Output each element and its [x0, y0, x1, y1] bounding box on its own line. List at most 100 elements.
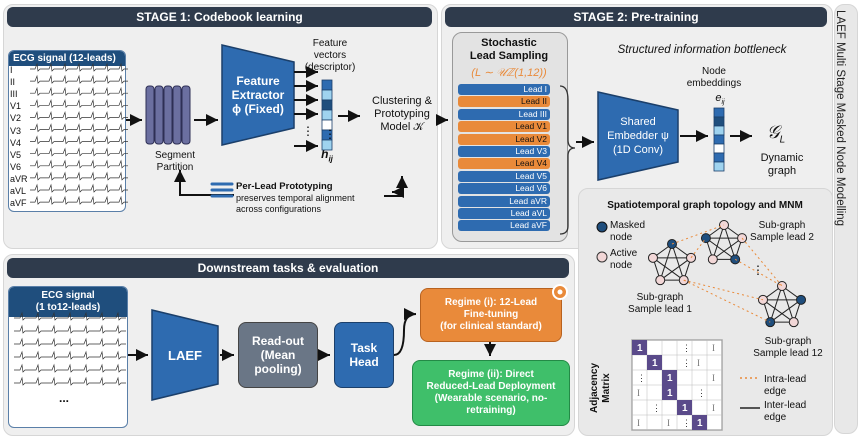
h-symbol: h: [321, 147, 329, 161]
subgraph-1-edge: [659, 243, 673, 281]
intra-lead-edge: [683, 279, 771, 323]
subgraph-1-node: [655, 275, 666, 286]
embedding-cell: [713, 116, 725, 127]
ecg-trace: [14, 363, 126, 373]
subgraph-1-node: [647, 252, 658, 263]
embedding-cell: [713, 161, 725, 172]
h-ij-label: hij: [312, 148, 342, 165]
ecg-trace: [30, 135, 128, 145]
embedder-shape: [597, 91, 679, 181]
lead-chip: Lead V3: [458, 146, 550, 157]
matrix-dots: ⋮: [697, 388, 706, 398]
subgraph-2-edge: [723, 224, 736, 260]
active-node-icon: [596, 251, 608, 263]
ecg-trace: [30, 147, 128, 157]
intra-lead-edge: [683, 279, 764, 301]
sampling-formula: (L ∼ 𝒰ℤ(1,12)): [471, 67, 547, 79]
subgraph-12-node: [777, 281, 787, 291]
lead-chip: Lead aVR: [458, 195, 550, 207]
ecg-title: ECG signal (12-leads): [9, 51, 125, 66]
segment-bar: [163, 85, 173, 145]
graph-panel-title: Spatiotemporal graph topology and MNM: [607, 200, 803, 211]
laef-label: LAEF: [168, 347, 202, 363]
subgraph-12-edge: [769, 285, 783, 323]
inter-edge-label: Inter-lead edge: [764, 400, 807, 423]
ecg-trace: [30, 74, 128, 84]
task-head-box: Task Head: [334, 322, 394, 388]
subgraph-1-edge: [671, 243, 685, 281]
segment-bar: [181, 85, 191, 145]
diag-cell: [632, 340, 647, 355]
subgraph-2-edge: [712, 224, 725, 260]
regime2-box: Regime (ii): Direct Reduced-Lead Deploym…: [412, 360, 570, 426]
active-node-label: Active node: [610, 248, 638, 271]
subgraph-2-node: [707, 254, 718, 265]
matrix-dots: ⋮: [682, 358, 691, 368]
ecg-lead-label: V2: [10, 113, 22, 124]
laef-shape: [151, 309, 219, 401]
lead-chip: Lead I: [458, 84, 550, 95]
ecg-trace: [30, 98, 128, 109]
embedding-cell: [713, 107, 725, 118]
intra-lead-edge: [690, 237, 707, 259]
ecg-trace: [30, 195, 128, 205]
ecg-downstream-title: ECG signal (1 to12-leads): [9, 287, 127, 317]
subgraph-1-edge: [659, 257, 692, 281]
intra-edge-label: Intra-lead edge: [764, 374, 807, 397]
segment-partition-label: Segment Partition: [154, 150, 196, 173]
subgraph-12-edge: [769, 299, 802, 323]
ecg-trace: [30, 159, 128, 169]
ecg-ellipsis: ...: [59, 391, 70, 405]
matrix-identity: I: [667, 418, 670, 428]
diag-one: 1: [697, 418, 703, 429]
bottleneck-label: Structured information bottleneck: [617, 44, 787, 56]
embedding-cell: [713, 125, 725, 136]
subgraph-2-label: Sub-graph Sample lead 2: [750, 220, 814, 243]
lead-chip: Lead III: [458, 108, 550, 120]
ecg-lead-label: II: [10, 77, 16, 88]
feature-cell: [321, 139, 333, 151]
subgraph-2-edge: [705, 237, 736, 260]
graph-symbol: 𝒢L: [756, 123, 796, 147]
feature-extractor-label: Feature Extractor ϕ (Fixed): [231, 74, 285, 116]
matrix-dots: ⋮: [682, 343, 691, 353]
lead-chip: Lead aVL: [458, 208, 550, 219]
matrix-identity: I: [712, 403, 715, 413]
ecg-trace: [30, 171, 128, 181]
embedder-label: Shared Embedder ψ (1D Conv): [607, 116, 669, 156]
e-subscript: ij: [721, 99, 725, 107]
feature-cell: [321, 109, 333, 121]
subgraph-1-edge: [652, 257, 685, 281]
ecg-trace: [30, 183, 128, 193]
matrix-identity: I: [637, 418, 640, 428]
ecg-lead-label: V1: [10, 101, 22, 112]
diag-one: 1: [682, 403, 688, 414]
subgraph-12-node: [796, 294, 807, 305]
dots: ⋮: [752, 263, 764, 277]
ecg-trace: [14, 337, 126, 347]
ecg-lead-label: V6: [10, 161, 22, 172]
stage2-header: STAGE 2: Pre-training: [445, 7, 827, 27]
graph-symbol-sub: L: [779, 134, 786, 146]
ecg-trace: [30, 123, 128, 133]
embedding-cell: [713, 143, 725, 154]
lead-chip: Lead V5: [458, 170, 550, 182]
matrix-identity: I: [712, 343, 715, 353]
ecg-lead-label: I: [10, 65, 13, 75]
intra-lead-edge: [671, 224, 725, 245]
diag-one: 1: [652, 358, 658, 369]
extractor-shape: [221, 44, 295, 146]
ecg-trace: [14, 324, 126, 334]
prototyping-desc: preserves temporal alignment across conf…: [236, 193, 355, 214]
stage1-header: STAGE 1: Codebook learning: [7, 7, 432, 27]
gear-icon-center: [557, 289, 563, 295]
lead-chip: Lead V2: [458, 133, 550, 145]
segment-bar: [154, 85, 164, 145]
ecg-lead-label: III: [10, 89, 18, 100]
diag-one: 1: [667, 388, 673, 399]
lead-chip: Lead V1: [458, 121, 550, 133]
matrix-dots: ⋮: [682, 418, 691, 428]
downstream-header: Downstream tasks & evaluation: [7, 258, 569, 278]
lead-chip: Lead II: [458, 96, 550, 108]
